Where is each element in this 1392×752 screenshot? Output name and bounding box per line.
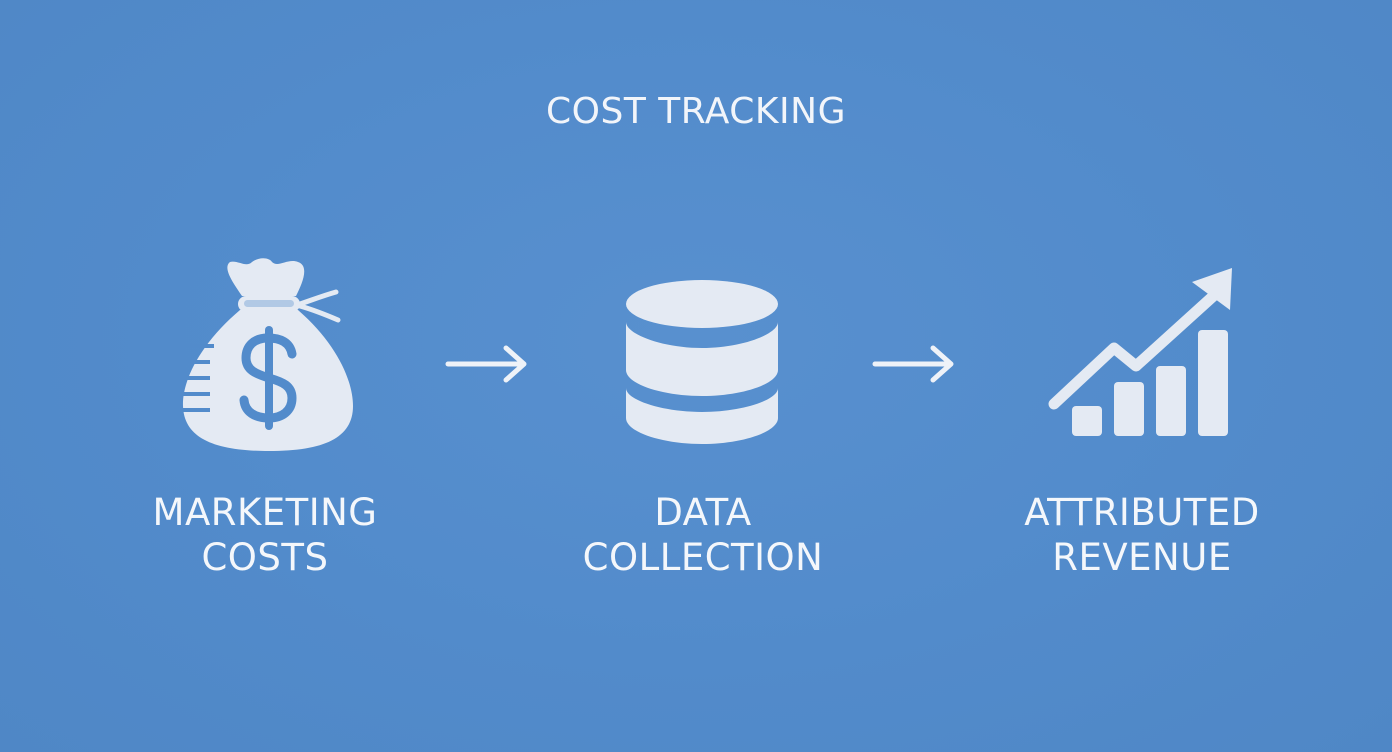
diagram-title: COST TRACKING <box>546 91 846 132</box>
database-icon <box>622 276 782 446</box>
step-label-marketing-costs: MARKETING COSTS <box>105 490 425 580</box>
arrow-right-icon <box>871 344 957 384</box>
step-label-attributed-revenue: ATTRIBUTED REVENUE <box>982 490 1302 580</box>
step-label-line: COLLECTION <box>582 536 824 579</box>
step-label-line: ATTRIBUTED <box>1024 491 1260 534</box>
growth-chart-icon <box>1044 264 1240 444</box>
step-label-line: COSTS <box>201 536 329 579</box>
money-bag-icon <box>180 256 358 456</box>
step-label-data-collection: DATA COLLECTION <box>543 490 863 580</box>
step-label-line: REVENUE <box>1052 536 1232 579</box>
step-label-line: MARKETING <box>152 491 378 534</box>
arrow-right-icon <box>444 344 530 384</box>
step-label-line: DATA <box>654 491 752 534</box>
